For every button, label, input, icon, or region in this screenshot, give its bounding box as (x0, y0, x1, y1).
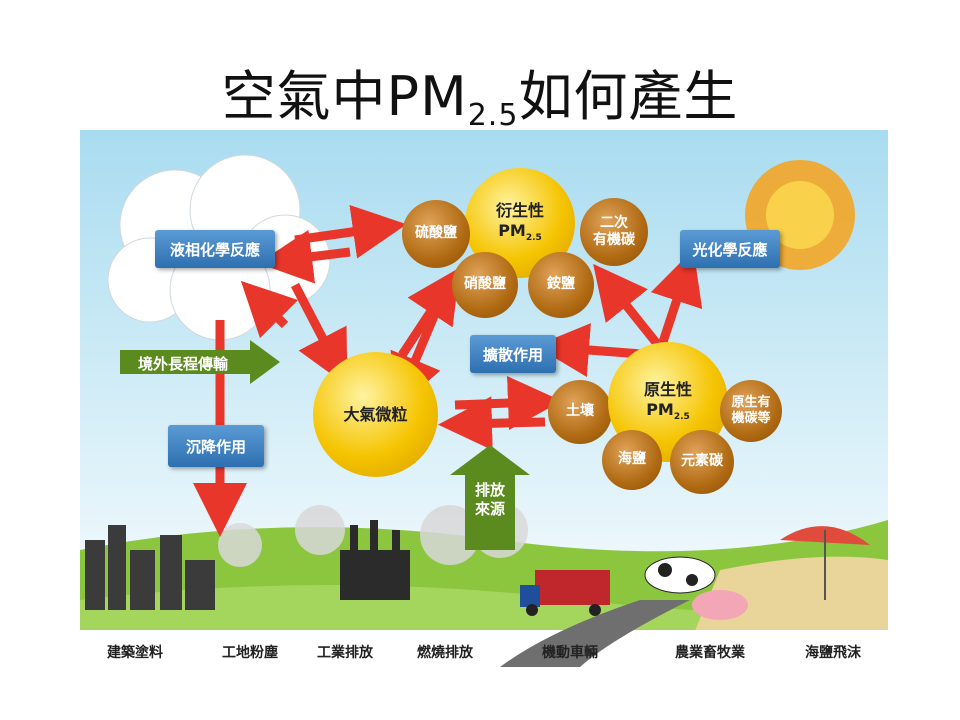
city-silhouette (85, 525, 215, 610)
source-label-agriculture: 農業畜牧業 (675, 645, 745, 661)
source-label-site-dust: 工地粉塵 (222, 645, 278, 661)
photo-reaction-box: 光化學反應 (680, 230, 780, 268)
page-title: 空氣中PM2.5如何產生 (221, 65, 739, 133)
factory (340, 520, 410, 600)
emission-arrow (450, 445, 530, 550)
ammonium-ball: 銨鹽 (528, 252, 594, 318)
elemental-carbon-ball: 元素碳 (670, 430, 734, 494)
sulfate-ball: 硫酸鹽 (402, 200, 470, 268)
source-label-vehicles: 機動車輛 (542, 645, 598, 661)
secondary-oc-ball: 二次有機碳 (580, 198, 648, 266)
beach-umbrella (780, 526, 870, 600)
atmos-particle-ball: 大氣微粒 (313, 352, 438, 477)
nitrate-ball: 硝酸鹽 (452, 252, 518, 318)
long-range-arrow (120, 340, 280, 384)
label-strip (80, 630, 888, 667)
diffusion-box: 擴散作用 (470, 335, 556, 373)
deposition-box: 沉降作用 (168, 425, 264, 467)
source-label-industry: 工業排放 (317, 645, 373, 661)
pig (692, 590, 748, 620)
primary-oc-ball: 原生有機碳等 (720, 380, 782, 442)
liquid-reaction-box: 液相化學反應 (155, 230, 275, 268)
cow (644, 556, 716, 594)
emission-label: 排放來源 (474, 480, 505, 519)
road (500, 600, 690, 667)
long-range-label: 境外長程傳輸 (137, 354, 228, 373)
source-label-combustion: 燃燒排放 (417, 645, 473, 661)
sea-salt-ball: 海鹽 (602, 430, 662, 490)
source-label-construction: 建築塗料 (107, 645, 163, 661)
source-label-sea-spray: 海鹽飛沫 (805, 645, 861, 661)
truck (520, 570, 610, 616)
soil-ball: 土壤 (548, 380, 612, 444)
